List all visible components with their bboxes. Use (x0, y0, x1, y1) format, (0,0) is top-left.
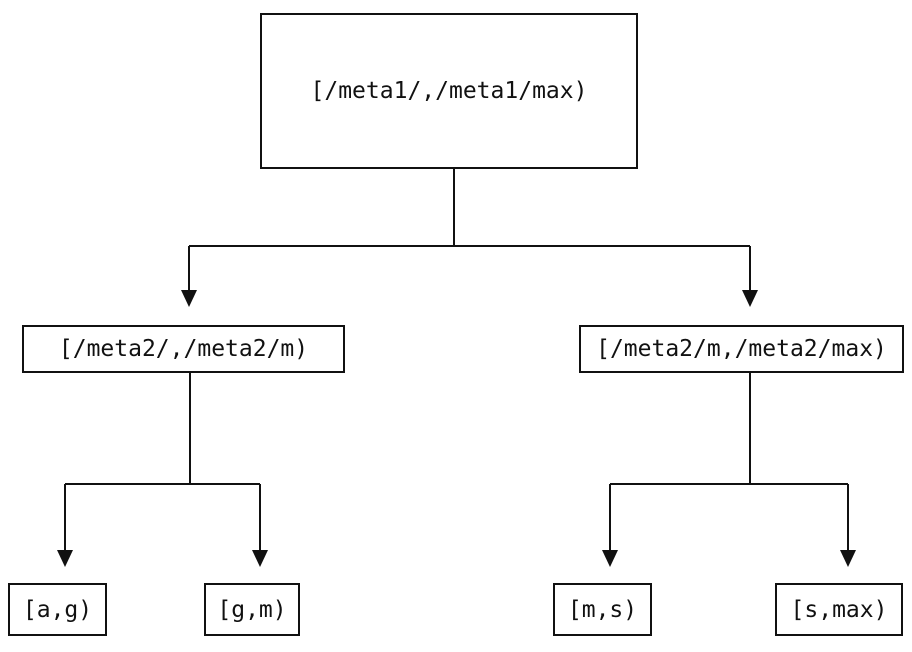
node-leaf-ms: [m,s) (553, 583, 652, 636)
arrowhead-to-meta2-left (181, 290, 197, 307)
node-root: [/meta1/,/meta1/max) (260, 13, 638, 169)
node-leaf-ms-label: [m,s) (567, 596, 638, 623)
node-leaf-gm-label: [g,m) (217, 596, 287, 623)
node-meta2-right: [/meta2/m,/meta2/max) (579, 325, 904, 373)
node-leaf-smax: [s,max) (775, 583, 903, 636)
node-leaf-ag: [a,g) (8, 583, 107, 636)
node-meta2-right-label: [/meta2/m,/meta2/max) (596, 336, 887, 362)
node-leaf-smax-label: [s,max) (790, 596, 888, 623)
node-leaf-gm: [g,m) (204, 583, 300, 636)
node-root-label: [/meta1/,/meta1/max) (310, 78, 588, 104)
arrowhead-to-leaf-ms (602, 550, 618, 567)
arrowhead-to-meta2-right (742, 290, 758, 307)
node-meta2-left: [/meta2/,/meta2/m) (22, 325, 345, 373)
arrowhead-to-leaf-ag (57, 550, 73, 567)
arrowhead-to-leaf-smax (840, 550, 856, 567)
node-leaf-ag-label: [a,g) (22, 596, 93, 623)
arrowhead-to-leaf-gm (252, 550, 268, 567)
node-meta2-left-label: [/meta2/,/meta2/m) (58, 336, 309, 362)
